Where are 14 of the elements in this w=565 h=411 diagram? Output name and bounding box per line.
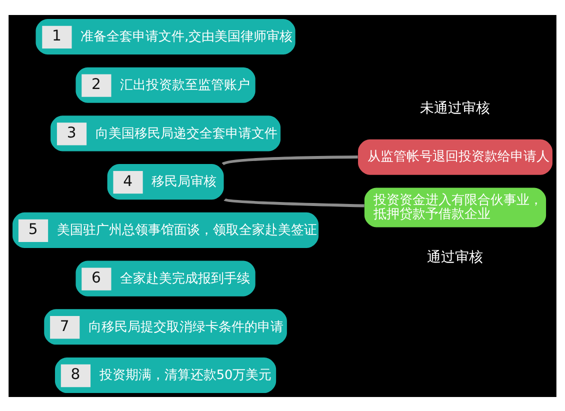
label: 未通过审核 — [420, 100, 490, 116]
node-box: 5 美国驻广州总领事馆面谈，领取全家赴美签证 — [12, 212, 319, 248]
node-box: 8 投资期满，清算还款50万美元 — [54, 357, 276, 393]
connector — [222, 155, 358, 165]
node-box: 1 准备全套申请文件,交由美国律师审核 — [36, 18, 296, 54]
node-box: 2 汇出投资款至监管账户 — [76, 66, 256, 102]
connector — [224, 198, 364, 207]
node-box: 3 向美国移民局递交全套申请文件 — [50, 115, 281, 151]
node-box: 6 全家赴美完成报到手续 — [76, 260, 256, 296]
node-box: 4 移民局审核 — [107, 164, 224, 200]
node-box: 7 向移民局提交取消绿卡条件的申请 — [44, 308, 287, 344]
node-box: 从监管帐号退回投资款给申请人 — [358, 138, 552, 174]
node-box: 投资资金进入有限合伙事业，抵押贷款予借款企业 — [364, 187, 546, 227]
label: 通过审核 — [427, 248, 484, 265]
